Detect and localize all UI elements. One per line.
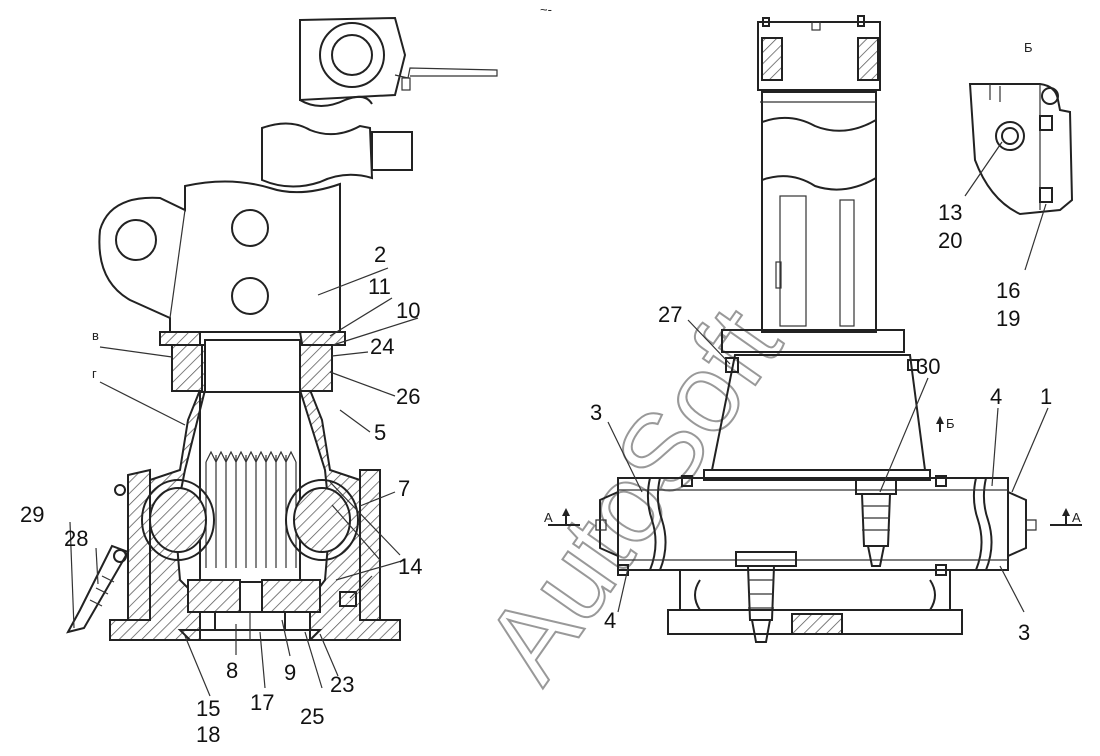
left-leaders: [69, 267, 419, 697]
callout-labels: 2 11 10 24 26 5 7 14 29 28 8 9 23 15 18 …: [20, 40, 1081, 747]
base: [667, 569, 963, 635]
callout-13: 13: [938, 200, 962, 225]
left-sectional-view: [66, 16, 498, 697]
fitting-27: [725, 357, 739, 373]
watermark: AutoSoft: [462, 286, 805, 702]
inner-shaft: [199, 339, 301, 583]
callout-2: 2: [374, 242, 386, 267]
worm-gear: [141, 479, 359, 561]
callout-19: 19: [996, 306, 1020, 331]
callout-20: 20: [938, 228, 962, 253]
callout-4-top: 4: [990, 384, 1002, 409]
top-block: [757, 15, 881, 91]
section-a-arrows: [548, 416, 1082, 526]
callout-5: 5: [374, 420, 386, 445]
detail-b-view: [964, 83, 1074, 271]
fitting-bottom: [735, 551, 797, 643]
callout-26: 26: [396, 384, 420, 409]
plug-14: [339, 591, 357, 607]
label-a-left: А: [544, 510, 553, 525]
bottom-cap: [177, 611, 323, 641]
callout-29: 29: [20, 502, 44, 527]
top-mark: ~-: [540, 2, 552, 17]
callout-15: 15: [196, 696, 220, 721]
callout-9: 9: [284, 660, 296, 685]
callout-17: 17: [250, 690, 274, 715]
callout-30: 30: [916, 354, 940, 379]
callout-27: 27: [658, 302, 682, 327]
end-caps: [595, 490, 1037, 558]
callout-3-bottom: 3: [1018, 620, 1030, 645]
callout-10: 10: [396, 298, 420, 323]
callout-18: 18: [196, 722, 220, 747]
grease-fitting-left: [66, 544, 130, 634]
label-v: в: [92, 328, 99, 343]
right-leaders: [607, 319, 1049, 613]
label-b-view: Б: [1024, 40, 1033, 55]
top-clamp: [299, 16, 498, 102]
label-b-arrow: Б: [946, 416, 955, 431]
bearings: [171, 344, 333, 613]
housing-pin: [114, 484, 126, 496]
callout-8: 8: [226, 658, 238, 683]
label-a-right: А: [1072, 510, 1081, 525]
right-external-view: [548, 15, 1082, 643]
callout-25: 25: [300, 704, 324, 729]
callout-23: 23: [330, 672, 354, 697]
fitting-right-top: [907, 359, 919, 371]
upper-column: [261, 95, 413, 188]
callout-14: 14: [398, 554, 422, 579]
mounting-bracket: [98, 180, 341, 333]
callout-3-top: 3: [590, 400, 602, 425]
flange: [721, 329, 905, 353]
callout-28: 28: [64, 526, 88, 551]
callout-11: 11: [368, 274, 391, 299]
callout-4-bottom: 4: [604, 608, 616, 633]
callout-16: 16: [996, 278, 1020, 303]
fitting-30: [855, 479, 897, 567]
callout-7: 7: [398, 476, 410, 501]
callout-24: 24: [370, 334, 394, 359]
column: [760, 91, 877, 333]
label-g: г: [92, 366, 97, 381]
callout-1: 1: [1040, 384, 1052, 409]
